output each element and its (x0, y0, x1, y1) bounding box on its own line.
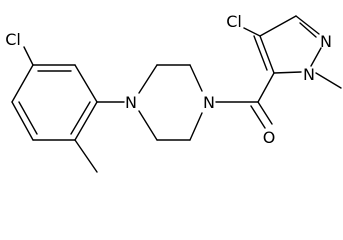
pyrazole-n1-label: N (303, 65, 315, 84)
chlorotolyl-ring (11, 64, 98, 141)
ring-bond (138, 64, 158, 94)
ring-bond (273, 71, 302, 74)
ring-bond (310, 47, 322, 67)
ring-bond (74, 101, 98, 141)
ring-double-bond (18, 101, 38, 135)
ring-double-bond (70, 101, 91, 135)
ring-bond (138, 110, 158, 141)
piperazine-n-right-label: N (203, 93, 215, 112)
ring-bond (259, 35, 275, 74)
carbonyl-oxygen-label: O (263, 128, 276, 147)
ring-bond (11, 101, 34, 141)
carbonyl-pyrazole-bond (257, 72, 275, 103)
ring-bond (189, 64, 203, 92)
ring-bond (253, 35, 268, 71)
aryl-cl-bond (23, 46, 34, 66)
pyrazole-cl-bond (243, 27, 261, 37)
ring-bond (295, 15, 320, 35)
pyrazole-chlorine-label: Cl (226, 12, 242, 31)
n-methyl-bond (315, 72, 342, 89)
ring-bond (74, 64, 98, 103)
ring-bond (11, 64, 34, 103)
structure-diagram: Cl N N O Cl N N (5, 12, 342, 173)
molecule-drawing: Cl N N O Cl N N (5, 12, 342, 173)
carbonyl-double-bond (257, 101, 273, 125)
methyl-bond (74, 139, 98, 173)
aryl-chlorine-label: Cl (5, 30, 21, 49)
ring-bond (189, 112, 203, 141)
pyrazole-ring (253, 15, 322, 74)
ring-bond (259, 15, 297, 37)
piperazine-n-left-label: N (125, 93, 137, 112)
ring-bond (299, 22, 317, 38)
pyrazole-n2-label: N (320, 32, 332, 51)
piperazine-ring (138, 64, 203, 141)
carbonyl-double-bond (250, 105, 266, 129)
